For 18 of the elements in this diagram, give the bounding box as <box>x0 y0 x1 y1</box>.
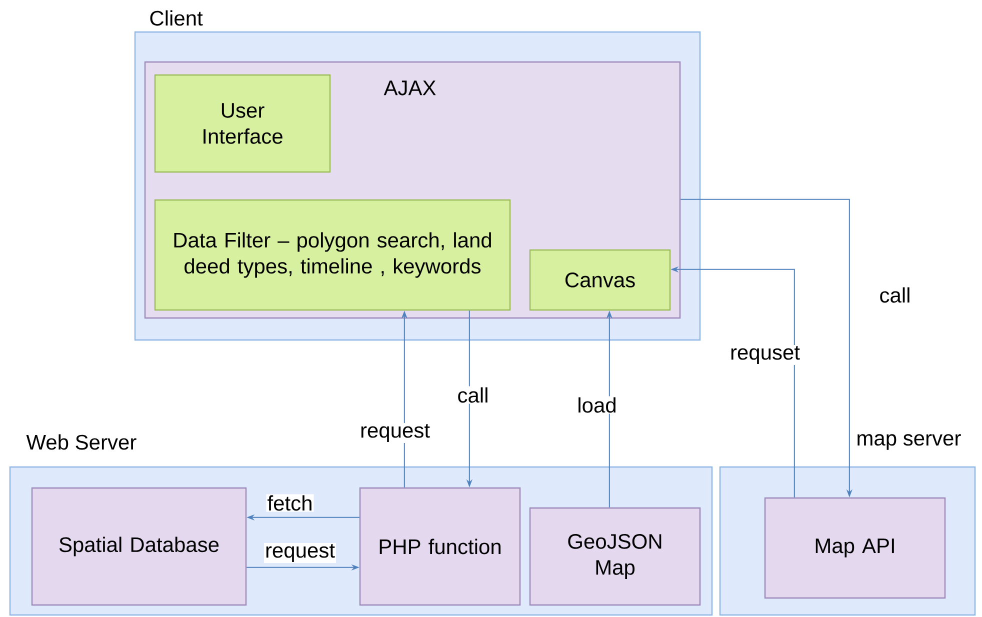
process-box: PHP function <box>359 487 521 606</box>
process-box: GeoJSON Map <box>529 507 701 606</box>
process-box: Spatial Database <box>31 487 247 606</box>
heading: Web Server <box>26 434 136 450</box>
edge-label: load <box>576 396 618 414</box>
edge-label: call <box>456 386 490 404</box>
edge-label: request <box>358 423 432 443</box>
edge-label: fetch <box>266 494 314 512</box>
process-box: Canvas <box>529 249 671 311</box>
heading: Client <box>150 10 203 26</box>
edge-label: call <box>878 286 912 304</box>
edge-label: requset <box>728 345 802 365</box>
heading: map server <box>858 434 961 450</box>
process-box: User Interface <box>154 74 331 173</box>
heading: AJAX <box>384 80 436 96</box>
edge-label: request <box>264 543 336 563</box>
process-box: Data Filter – polygon search, land deed types, timeline , keywords <box>154 199 511 311</box>
process-box: Map API <box>764 497 946 599</box>
